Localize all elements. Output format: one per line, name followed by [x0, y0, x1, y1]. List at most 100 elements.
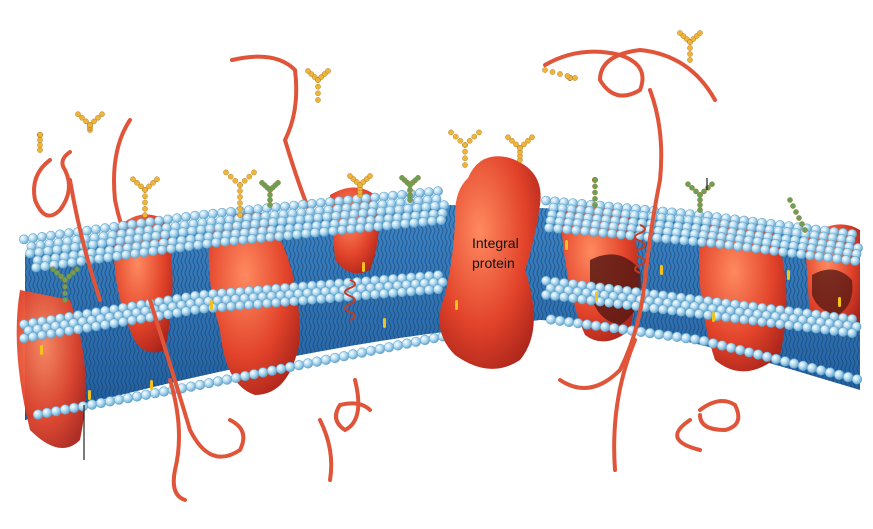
phospholipid-head	[50, 406, 62, 417]
sugar-bead	[134, 179, 140, 186]
sugar-bead	[687, 57, 693, 63]
sugar-bead	[796, 215, 802, 221]
phospholipid-head	[766, 317, 776, 328]
phospholipid-head	[355, 223, 365, 234]
phospholipid-heads-inner	[19, 270, 862, 344]
phospholipid-head	[122, 393, 134, 404]
phospholipid-head	[214, 222, 224, 233]
phospholipid-head	[319, 226, 329, 237]
sugar-bead	[697, 192, 703, 198]
phospholipid-head	[662, 330, 674, 341]
phospholipid-head	[748, 315, 758, 326]
phospholipid-heads-bottom	[32, 314, 863, 420]
phospholipid-head	[262, 298, 272, 309]
phospholipid-head	[58, 258, 68, 269]
sugar-bead	[415, 174, 421, 181]
phospholipid-head	[277, 216, 287, 227]
phospholipid-head	[703, 310, 713, 320]
phospholipid-head	[64, 228, 74, 239]
phospholipid-head	[410, 336, 422, 347]
phospholipid-head	[581, 319, 593, 330]
phospholipid-head	[343, 195, 353, 206]
phospholipid-head	[113, 394, 125, 405]
phospholipid-head	[298, 295, 308, 306]
sugar-bead	[592, 177, 598, 183]
sugar-bead	[223, 169, 229, 176]
phospholipid-head	[334, 292, 344, 303]
phospholipid-head	[61, 243, 71, 254]
phospholipid-head	[313, 212, 323, 223]
phospholipid-head	[725, 342, 737, 353]
phospholipid-head	[653, 329, 665, 340]
phospholipid-head	[238, 234, 248, 245]
phospholipid-head	[338, 351, 350, 362]
phospholipid-head	[100, 223, 110, 234]
phospholipid-head	[157, 244, 167, 255]
sugar-bead	[697, 207, 703, 213]
phospholipid-head	[280, 296, 290, 307]
phospholipid-head	[181, 306, 191, 317]
phospholipid-head	[769, 245, 779, 256]
phospholipid-head	[172, 307, 182, 318]
phospholipid-head	[241, 220, 251, 230]
phospholipid-head	[590, 320, 602, 331]
phospholipid-head	[724, 240, 734, 250]
phospholipid-head	[394, 204, 404, 215]
phospholipid-head	[175, 242, 185, 253]
sugar-bead	[154, 176, 160, 182]
sugar-bead	[549, 69, 556, 75]
phospholipid-head	[622, 299, 632, 310]
sugar-bead	[37, 147, 43, 153]
sugar-bead	[802, 227, 808, 233]
phospholipid-head	[833, 369, 845, 380]
phospholipid-head	[148, 246, 158, 257]
phospholipid-head	[676, 306, 686, 317]
phospholipid-head	[67, 257, 77, 268]
phospholipid-head	[793, 321, 803, 332]
sugar-bead	[462, 148, 468, 155]
phospholipid-head	[559, 292, 569, 302]
phospholipid-head	[100, 319, 110, 330]
phospholipid-head	[304, 213, 314, 224]
phospholipid-head	[145, 216, 155, 227]
phospholipid-head	[40, 261, 50, 272]
phospholipid-head	[109, 318, 119, 329]
phospholipid-head	[325, 197, 335, 207]
phospholipid-head	[851, 374, 863, 385]
phospholipid-head	[842, 371, 854, 383]
phospholipid-head	[412, 202, 422, 213]
phospholipid-head	[19, 234, 29, 245]
phospholipid-head	[187, 225, 197, 236]
phospholipid-head	[239, 370, 251, 382]
phospholipid-head	[184, 241, 194, 252]
phospholipid-head	[721, 312, 731, 323]
phospholipid-head	[823, 252, 833, 263]
sugar-bead	[407, 187, 413, 193]
sugar-bead	[525, 137, 531, 144]
phospholipid-head	[55, 229, 65, 240]
cholesterol-molecule	[455, 300, 458, 310]
phospholipid-head	[415, 285, 425, 296]
sugar-bead	[592, 189, 598, 196]
sugar-bead	[513, 141, 519, 148]
phospholipid-head	[370, 289, 380, 300]
phospholipid-head	[32, 409, 44, 420]
phospholipid-head	[775, 319, 785, 329]
phospholipid-head	[217, 207, 227, 218]
sugar-bead	[529, 134, 535, 140]
leader-lines	[83, 178, 708, 460]
sugar-bead	[462, 142, 468, 148]
phospholipid-head	[265, 232, 275, 243]
phospholipid-head	[217, 302, 227, 313]
phospholipid-head	[112, 251, 122, 262]
phospholipid-head	[259, 218, 269, 229]
sugar-bead	[275, 179, 281, 186]
sugar-bead	[142, 205, 148, 212]
sugar-bead	[705, 184, 711, 191]
sugar-bead	[58, 273, 64, 280]
sugar-bead	[325, 68, 331, 74]
filaments-front	[32, 47, 741, 502]
sugar-bead	[237, 200, 243, 206]
phospholipid-head	[562, 224, 572, 235]
phospholipid-head	[439, 200, 449, 211]
